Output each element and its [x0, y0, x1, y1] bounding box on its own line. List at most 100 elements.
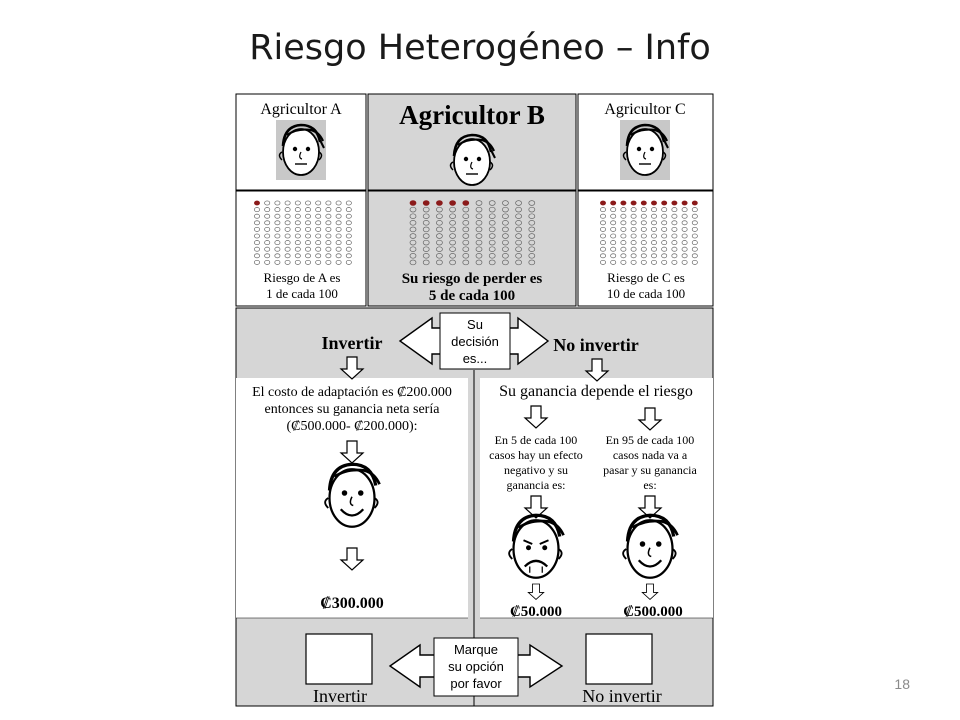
- risk-dot: [600, 259, 606, 265]
- risk-dot: [345, 200, 352, 206]
- risk-dot: [254, 253, 260, 259]
- risk-dot: [630, 233, 637, 239]
- risk-dot: [462, 220, 470, 226]
- risk-dot: [528, 220, 536, 226]
- risk-dot: [691, 240, 698, 246]
- risk-dot: [294, 200, 301, 206]
- risk-dot: [409, 233, 417, 239]
- risk-dot-red: [630, 200, 637, 206]
- risk-dot: [681, 213, 688, 219]
- risk-dot: [475, 253, 483, 259]
- risk-dot: [610, 207, 617, 213]
- risk-dot: [488, 220, 496, 226]
- no-invest-branch-bg: [480, 378, 713, 618]
- risk-dot: [345, 226, 352, 232]
- risk-dot: [502, 259, 509, 266]
- risk-dot: [651, 213, 657, 219]
- risk-dot: [345, 220, 352, 226]
- risk-dot: [284, 213, 291, 219]
- page-number: 18: [894, 676, 910, 692]
- risk-dot: [671, 233, 678, 239]
- no-invest-checkbox[interactable]: [585, 633, 653, 685]
- bad-case-line1: En 5 de cada 100: [495, 433, 578, 447]
- risk-dot: [610, 233, 617, 239]
- risk-dot: [630, 226, 637, 232]
- risk-dot: [436, 259, 443, 266]
- risk-dot: [671, 246, 678, 252]
- risk-dot: [335, 207, 342, 213]
- risk-dot-red: [671, 200, 678, 206]
- decision-prompt-box: [439, 312, 511, 370]
- risk-dot: [651, 246, 657, 252]
- risk-dot: [345, 246, 352, 252]
- risk-dot: [436, 246, 443, 252]
- risk-dot: [264, 207, 271, 213]
- risk-dot: [475, 200, 483, 206]
- risk-dot: [528, 206, 536, 213]
- risk-dot: [294, 253, 301, 259]
- risk-dot: [449, 206, 456, 213]
- risk-dot: [422, 246, 430, 252]
- risk-dot: [515, 259, 522, 266]
- risk-dot: [691, 220, 698, 226]
- risk-dot: [600, 240, 606, 246]
- risk-dot: [294, 259, 301, 265]
- risk-dot: [488, 200, 496, 206]
- risk-dot: [315, 246, 322, 252]
- risk-dot: [515, 226, 522, 233]
- risk-dot: [335, 213, 342, 219]
- risk-dot: [515, 253, 522, 259]
- risk-dot: [422, 206, 430, 213]
- risk-dot: [610, 213, 617, 219]
- risk-dot-red: [449, 200, 456, 206]
- risk-dot: [630, 213, 637, 219]
- risk-dot: [325, 207, 332, 213]
- risk-dot: [651, 220, 657, 226]
- invest-checkbox[interactable]: [305, 633, 373, 685]
- risk-dot: [528, 200, 536, 206]
- good-result-value: ₡500.000: [623, 604, 683, 620]
- risk-dot: [305, 259, 311, 265]
- risk-dot: [610, 240, 617, 246]
- risk-dot: [528, 213, 536, 219]
- risk-dot: [620, 246, 627, 252]
- risk-c-dot-grid: [600, 200, 698, 265]
- risk-b-line2: 5 de cada 100: [429, 288, 515, 304]
- risk-dot: [620, 220, 627, 226]
- risk-dot: [528, 259, 536, 266]
- risk-dot: [294, 213, 301, 219]
- risk-dot: [681, 240, 688, 246]
- risk-dot: [325, 200, 332, 206]
- risk-dot: [325, 259, 332, 265]
- risk-dot: [661, 246, 668, 252]
- risk-dot: [422, 220, 430, 226]
- good-case-line1: En 95 de cada 100: [606, 433, 695, 447]
- risk-dot: [274, 207, 281, 213]
- risk-dot: [264, 200, 271, 206]
- risk-dot: [449, 239, 456, 246]
- risk-dot: [335, 240, 342, 246]
- risk-dot: [630, 259, 637, 265]
- risk-dot: [422, 213, 430, 219]
- no-invest-label: No invertir: [553, 335, 638, 355]
- risk-dot: [409, 213, 417, 219]
- risk-dot: [449, 220, 456, 226]
- risk-dot: [325, 226, 332, 232]
- risk-dot: [681, 207, 688, 213]
- risk-dot: [515, 239, 522, 246]
- slide-title: Riesgo Heterogéneo – Info: [249, 28, 711, 68]
- risk-dot: [449, 246, 456, 252]
- risk-dot: [436, 239, 443, 246]
- risk-dot: [449, 226, 456, 233]
- choice-no-invest-label: No invertir: [582, 686, 661, 706]
- risk-dot-red: [610, 200, 617, 206]
- risk-dot: [630, 253, 637, 259]
- risk-dot: [284, 240, 291, 246]
- risk-dot: [620, 259, 627, 265]
- risk-dot: [294, 226, 301, 232]
- risk-dot: [488, 213, 496, 219]
- risk-dot: [284, 259, 291, 265]
- risk-dot-red: [681, 200, 688, 206]
- risk-dot: [681, 233, 688, 239]
- farmer-a-name: Agricultor A: [260, 101, 342, 118]
